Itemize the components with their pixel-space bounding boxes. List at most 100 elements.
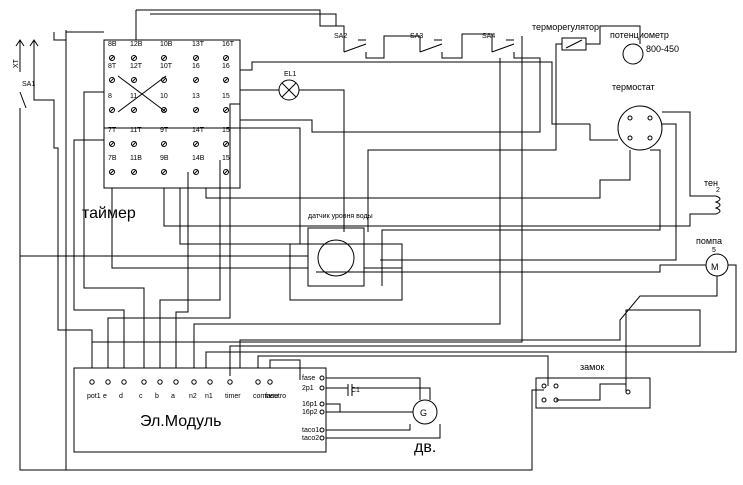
plug-icon — [29, 39, 39, 47]
xt-label: XT — [13, 58, 20, 68]
timer-pin-terminal — [131, 55, 137, 61]
module-side-pin-label: taco2 — [302, 435, 319, 442]
module-side-pin-terminal — [319, 435, 325, 441]
potentiometer-range: 800-450 — [646, 44, 679, 54]
timer-pin-terminal — [193, 141, 199, 147]
motor-symbol: G — [420, 408, 427, 418]
timer-pin-terminal — [223, 77, 229, 83]
module-side-pin-label: 16p1 — [302, 401, 318, 408]
module-side-pin-terminal — [319, 427, 325, 433]
module-top-pin-label: d — [119, 393, 123, 400]
level-sensor-icon — [317, 239, 355, 277]
timer-pin-label: 12В — [130, 41, 143, 48]
sa3-switch — [419, 39, 443, 53]
timer-pin-terminal — [131, 107, 137, 113]
sa1-label: SA1 — [22, 81, 35, 88]
timer-pin-label: 8 — [108, 93, 112, 100]
timer-pin-label: 8В — [108, 41, 117, 48]
module-top-pin-terminal — [141, 379, 147, 385]
timer-pin-terminal — [161, 107, 167, 113]
module-top-pin-terminal — [89, 379, 95, 385]
timer-pin-label: 10Т — [160, 63, 173, 70]
timer-pin-label: 11Т — [130, 127, 142, 134]
wires — [19, 9, 737, 471]
module-side-pin-label: 16p2 — [302, 409, 318, 416]
timer-cross-wire — [117, 75, 167, 113]
thermoregulator-label: терморегулятор — [532, 22, 599, 32]
timer-pin-label: 8Т — [108, 63, 117, 70]
heater-label: тен — [704, 178, 718, 188]
timer-pin-terminal — [193, 77, 199, 83]
timer-pin-terminal — [109, 55, 115, 61]
module-top-pin-label: pot1 — [87, 393, 101, 400]
timer-pin-label: 11 — [130, 93, 137, 100]
timer-pin-label: 7В — [108, 155, 117, 162]
timer-pin-terminal — [131, 77, 137, 83]
level-sensor-label: датчик уровня воды — [308, 213, 373, 220]
timer-pin-terminal — [161, 141, 167, 147]
module-side-pin-terminal — [319, 385, 325, 391]
plug-icon — [15, 39, 25, 47]
timer-pin-label: 16 — [222, 63, 230, 70]
module-top-pin-terminal — [157, 379, 163, 385]
module-top-pin-terminal — [173, 379, 179, 385]
module-top-pin-terminal — [191, 379, 197, 385]
module-top-pin-terminal — [121, 379, 127, 385]
sa2-label: SA2 — [334, 33, 347, 40]
module-top-pin-label: n1 — [205, 393, 213, 400]
timer-pin-label: 16 — [192, 63, 200, 70]
timer-pin-label: 15 — [222, 155, 230, 162]
timer-pin-label: 15 — [222, 93, 230, 100]
potentiometer-icon — [622, 43, 644, 65]
thermostat-icon — [617, 105, 663, 151]
timer-pin-terminal — [161, 169, 167, 175]
module-top-pin-label: a — [171, 393, 175, 400]
module-top-pin-label: c — [139, 393, 143, 400]
timer-pin-terminal — [223, 141, 229, 147]
sa2-switch — [343, 39, 367, 53]
timer-pin-label: 14В — [192, 155, 205, 162]
timer-pin-terminal — [109, 169, 115, 175]
module-top-pin-label: timer — [225, 393, 241, 400]
level-sensor-block — [307, 227, 365, 287]
timer-pin-terminal — [223, 55, 229, 61]
timer-block — [103, 39, 241, 189]
pump-symbol: M — [711, 262, 719, 272]
timer-pin-label: 12Т — [130, 63, 143, 70]
module-side-pin-label: fase — [302, 375, 315, 382]
heater-index: 2 — [716, 187, 720, 194]
timer-pin-terminal — [109, 77, 115, 83]
module-top-pin-terminal — [255, 379, 261, 385]
module-side-pin-label: 2p1 — [302, 385, 314, 392]
timer-pin-terminal — [193, 107, 199, 113]
timer-pin-label: 10 — [160, 93, 168, 100]
timer-pin-label: 13Т — [192, 41, 205, 48]
module-label: Эл.Модуль — [140, 413, 221, 430]
timer-pin-label: 13 — [192, 93, 200, 100]
timer-pin-terminal — [131, 169, 137, 175]
capacitor-label: C1 — [351, 387, 360, 394]
sa4-switch — [491, 39, 515, 53]
module-top-pin-label: b — [155, 393, 159, 400]
timer-pin-label: 10В — [160, 41, 173, 48]
timer-label: таймер — [82, 205, 136, 222]
timer-pin-label: 15 — [222, 127, 230, 134]
module-top-pin-label: fase — [265, 393, 278, 400]
timer-pin-terminal — [223, 107, 229, 113]
pump-index: 5 — [712, 247, 716, 254]
module-side-pin-terminal — [319, 409, 325, 415]
heater-icon — [714, 195, 721, 215]
lamp-label: EL1 — [284, 71, 297, 78]
module-top-pin-label: e — [103, 393, 107, 400]
module-top-pin-terminal — [227, 379, 233, 385]
timer-pin-terminal — [109, 107, 115, 113]
timer-pin-terminal — [193, 55, 199, 61]
timer-pin-label: 14Т — [192, 127, 205, 134]
module-top-pin-label: n2 — [189, 393, 197, 400]
timer-pin-terminal — [193, 169, 199, 175]
sa4-label: SA4 — [482, 33, 495, 40]
